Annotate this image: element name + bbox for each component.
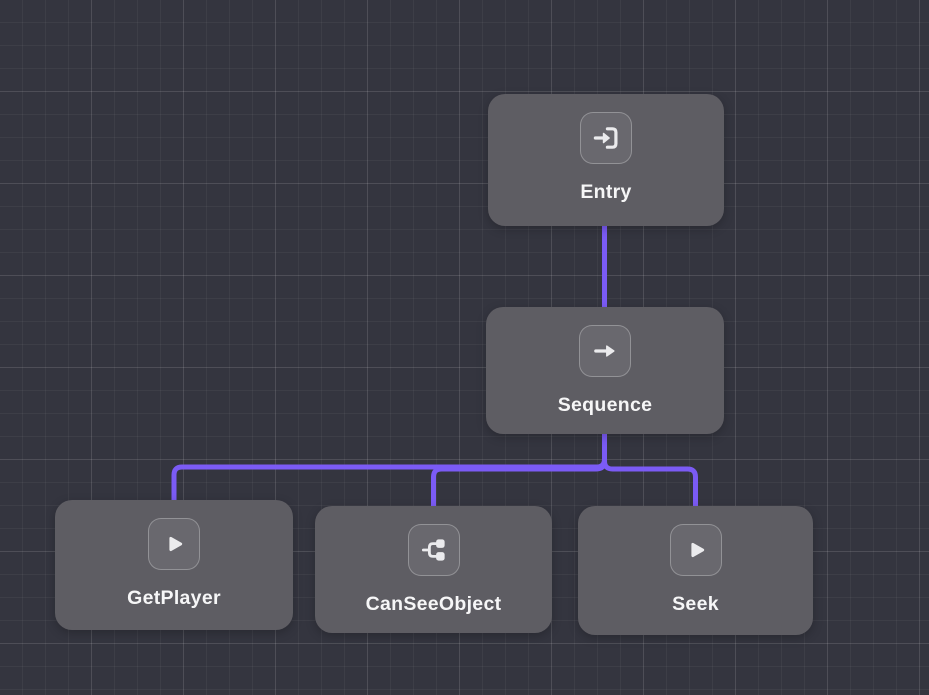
node-getplayer[interactable]: GetPlayer (55, 500, 293, 630)
node-entry[interactable]: Entry (488, 94, 724, 226)
node-label: CanSeeObject (365, 593, 502, 615)
edge-sequence-canseeobject (431, 431, 607, 509)
edge-sequence-getplayer (171, 431, 607, 503)
node-seek[interactable]: Seek (578, 506, 813, 635)
edge-sequence-seek (602, 431, 698, 509)
arrow-right-icon (579, 325, 631, 377)
node-label: GetPlayer (127, 587, 221, 609)
split-branch-icon (407, 524, 460, 576)
node-label: Sequence (557, 394, 653, 416)
node-canseeobject[interactable]: CanSeeObject (315, 506, 552, 633)
enter-icon (580, 112, 632, 164)
node-sequence[interactable]: Sequence (486, 307, 724, 434)
node-label: Seek (672, 593, 719, 615)
node-label: Entry (580, 181, 632, 203)
play-icon (148, 518, 200, 570)
play-icon (669, 524, 722, 576)
